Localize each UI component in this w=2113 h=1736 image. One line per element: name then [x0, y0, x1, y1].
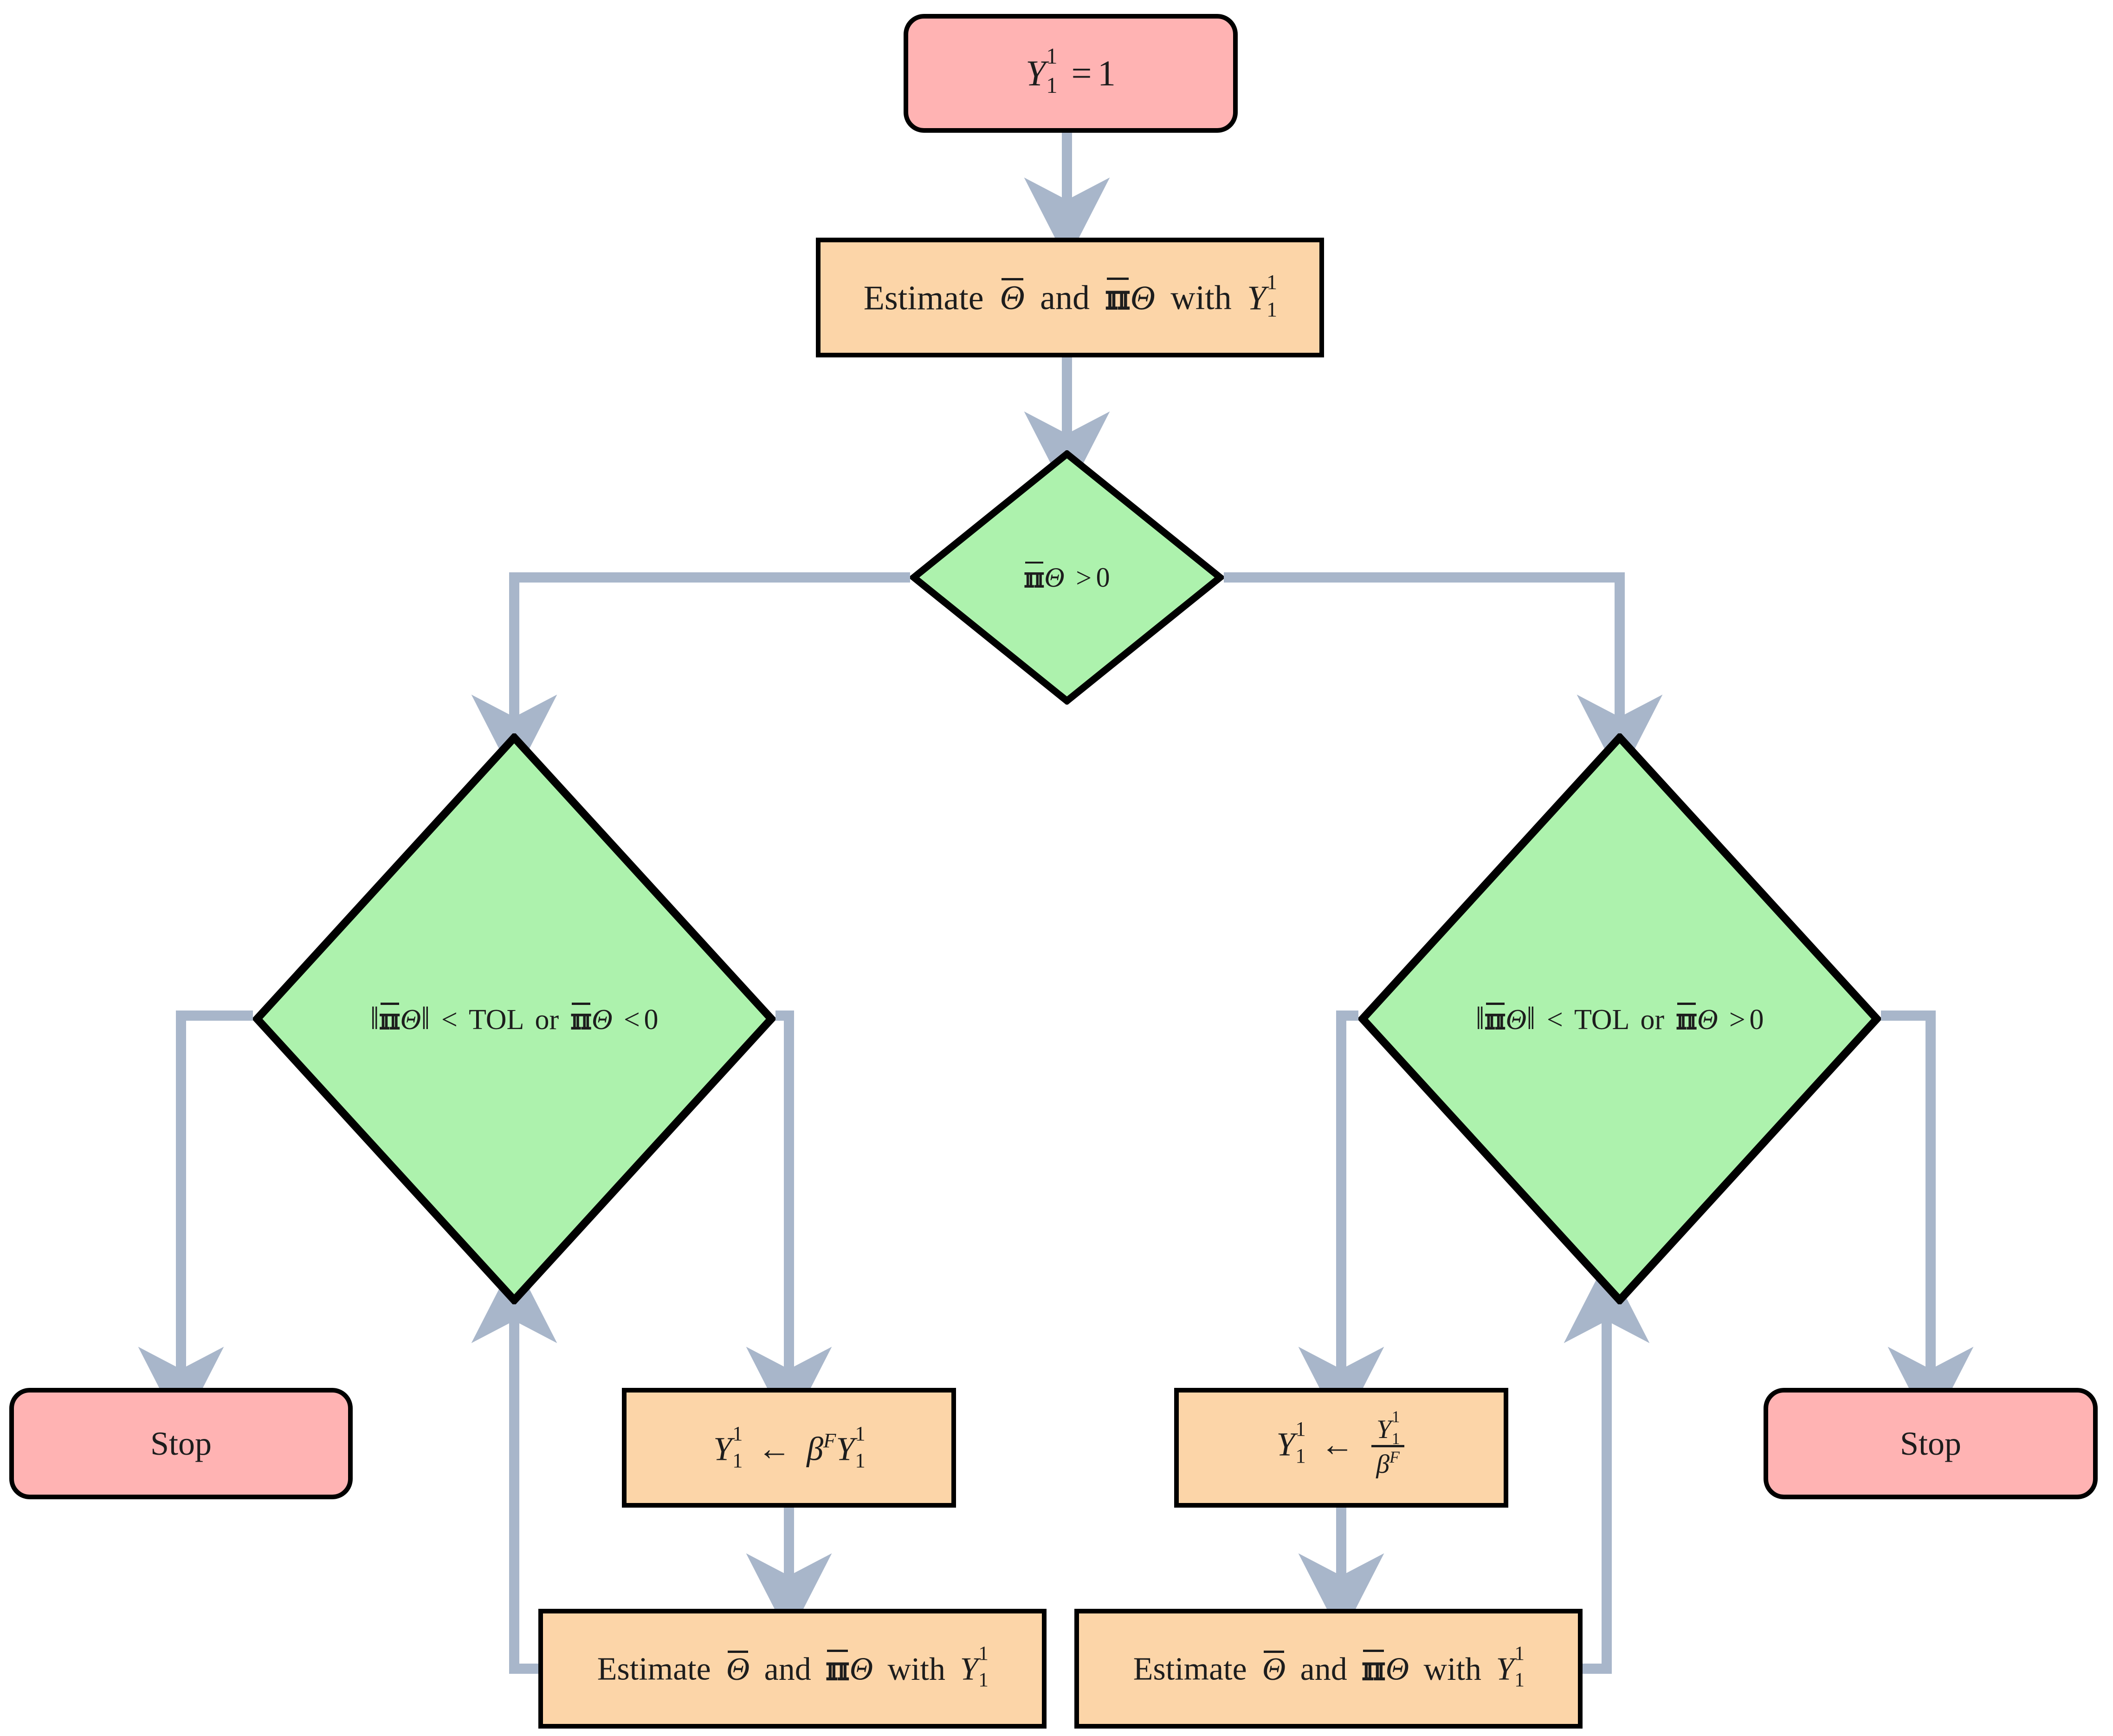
edge-left-decision-to-update	[746, 1011, 832, 1431]
edge-decision-to-right-branch	[1224, 572, 1663, 778]
or-right: or	[1640, 1004, 1665, 1036]
node-decision-left[interactable]: ‖ℼΘ‖ < TOL or ℼΘ <0	[253, 733, 775, 1304]
decision-right-shape	[1358, 733, 1881, 1304]
node-stop-right[interactable]: Stop	[1764, 1388, 2098, 1499]
decision-left-formula: ‖ℼΘ‖ < TOL or ℼΘ <0	[370, 1001, 659, 1037]
node-stop-left[interactable]: Stop	[9, 1388, 353, 1499]
decision-sign-shape	[910, 450, 1224, 705]
with-word-right: with	[1423, 1651, 1481, 1687]
with-word-left: with	[887, 1651, 945, 1687]
and-word-top: and	[1040, 279, 1090, 317]
edge-right-decision-to-stop	[1881, 1011, 1974, 1431]
edge-estimate-left-feedback	[471, 1259, 557, 1674]
stop-left-label: Stop	[150, 1425, 212, 1462]
node-decision-right[interactable]: ‖ℼΘ‖ < TOL or ℼΘ >0	[1358, 733, 1881, 1304]
tol-right: TOL	[1574, 1004, 1629, 1036]
edge-left-decision-to-stop	[138, 1011, 253, 1431]
and-word-right: and	[1300, 1651, 1347, 1687]
and-word-left: and	[764, 1651, 811, 1687]
with-word-top: with	[1170, 279, 1232, 317]
decision-sign-formula: ℼΘ >0	[1024, 561, 1110, 594]
or-left: or	[535, 1004, 559, 1036]
decision-right-formula: ‖ℼΘ‖ < TOL or ℼΘ >0	[1475, 1001, 1764, 1037]
stop-right-label: Stop	[1900, 1425, 1962, 1462]
edge-estimate-right-feedback	[1564, 1259, 1650, 1674]
edge-right-decision-to-update	[1298, 1011, 1384, 1431]
tol-left: TOL	[468, 1004, 523, 1036]
estimate-lead-left: Estimate	[597, 1651, 711, 1687]
estimate-lead-right: Estimate	[1133, 1651, 1247, 1687]
decision-left-shape	[253, 733, 775, 1304]
estimate-lead-top: Estimate	[863, 279, 984, 317]
node-decision-sign[interactable]: ℼΘ >0	[910, 450, 1224, 705]
edge-decision-to-left-branch	[471, 572, 910, 778]
